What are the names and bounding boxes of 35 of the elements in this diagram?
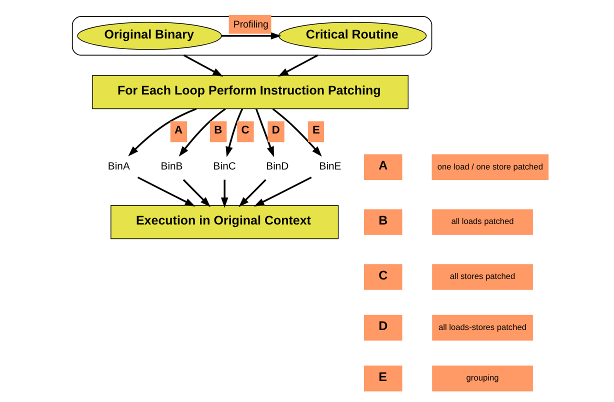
arrow [238,179,266,208]
node-box: E [363,366,402,392]
node-box: A [363,154,402,180]
arrow [254,108,274,158]
node-ellipse: Critical Routine [278,22,426,50]
node-text: BinC [212,162,236,173]
node-ellipse: Original Binary [76,22,222,50]
node-text: BinA [107,162,130,173]
arrow [272,108,322,157]
arrow [220,32,281,40]
arrow [220,180,228,208]
node-text: BinD [266,162,288,173]
node-box: grouping [432,366,532,392]
edge-label: C [240,124,249,137]
node-text: BinB [160,162,182,173]
node-box: all loads patched [432,209,532,235]
node-text: BinE [318,162,341,173]
node-box: For Each Loop Perform Instruction Patching [92,75,408,110]
node-box: Execution in Original Context [110,205,338,240]
arrow [253,176,312,207]
node-box: all stores patched [432,264,532,290]
arrow [136,176,195,207]
edge-label: A [174,124,182,137]
arrow [128,108,196,156]
arrow [225,108,243,158]
node-box: C [363,264,402,290]
edge-label: B [214,124,222,137]
node-box: all loads-stores patched [432,314,532,341]
node-box: B [363,209,402,235]
edge-label: D [271,124,280,137]
edge-label: Profiling [232,19,268,30]
arrow [182,179,210,208]
node-box: D [363,314,402,341]
edge-label: E [312,124,320,137]
node-box: one load / one store patched [431,154,548,180]
